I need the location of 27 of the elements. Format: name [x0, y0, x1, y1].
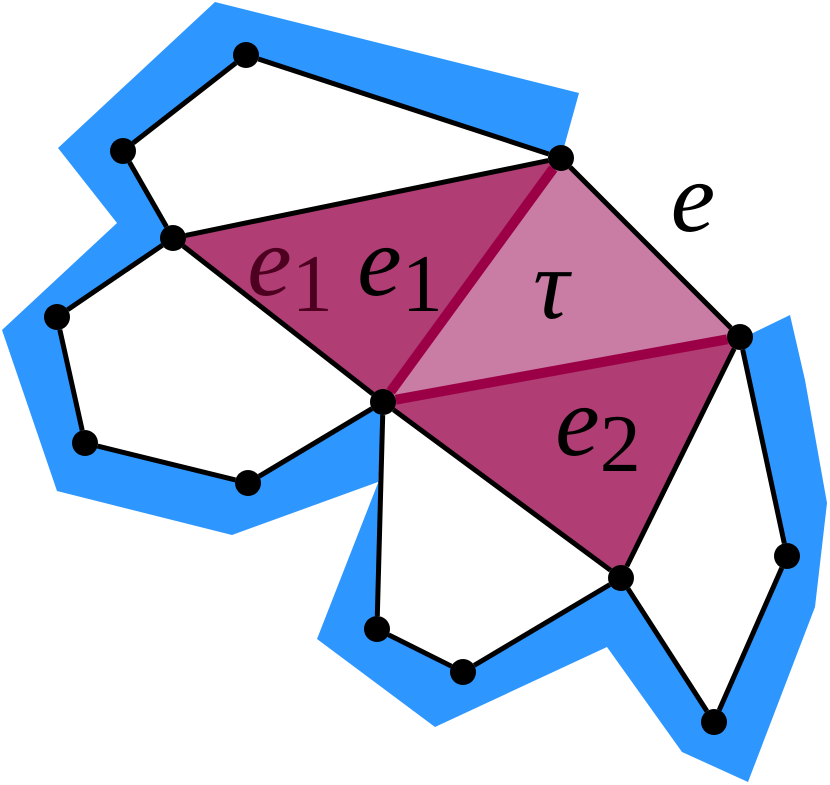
graph-edge	[387, 632, 453, 668]
vertex-dot	[160, 225, 186, 251]
graph-edge	[57, 329, 85, 431]
math-symbol: e	[670, 148, 716, 248]
graph-edge	[258, 406, 374, 478]
graph-edge	[97, 444, 236, 482]
graph-edge	[182, 244, 374, 396]
graph-edge	[127, 161, 169, 228]
graph-edge	[472, 582, 612, 668]
math-symbol: e$_{2}$	[555, 372, 641, 472]
math-symbol: e$_{1}$	[357, 212, 443, 312]
graph-edge	[374, 414, 386, 616]
graph-edge	[716, 566, 784, 712]
highlighted-edge	[394, 334, 728, 405]
graph-edge	[392, 408, 612, 572]
graph-edge	[132, 61, 238, 145]
graph-edge	[740, 349, 787, 544]
vertex-dot	[774, 543, 800, 569]
graph-edge	[185, 158, 549, 238]
graph-edge	[258, 56, 550, 156]
graph-edge	[626, 588, 709, 712]
graph-edge	[66, 243, 164, 312]
vertex-dot	[235, 470, 261, 496]
highlighted-edge	[386, 166, 558, 394]
math-symbol: e$_{1}$	[247, 212, 333, 312]
graph-edge	[624, 348, 736, 568]
graph-edge	[568, 165, 733, 330]
